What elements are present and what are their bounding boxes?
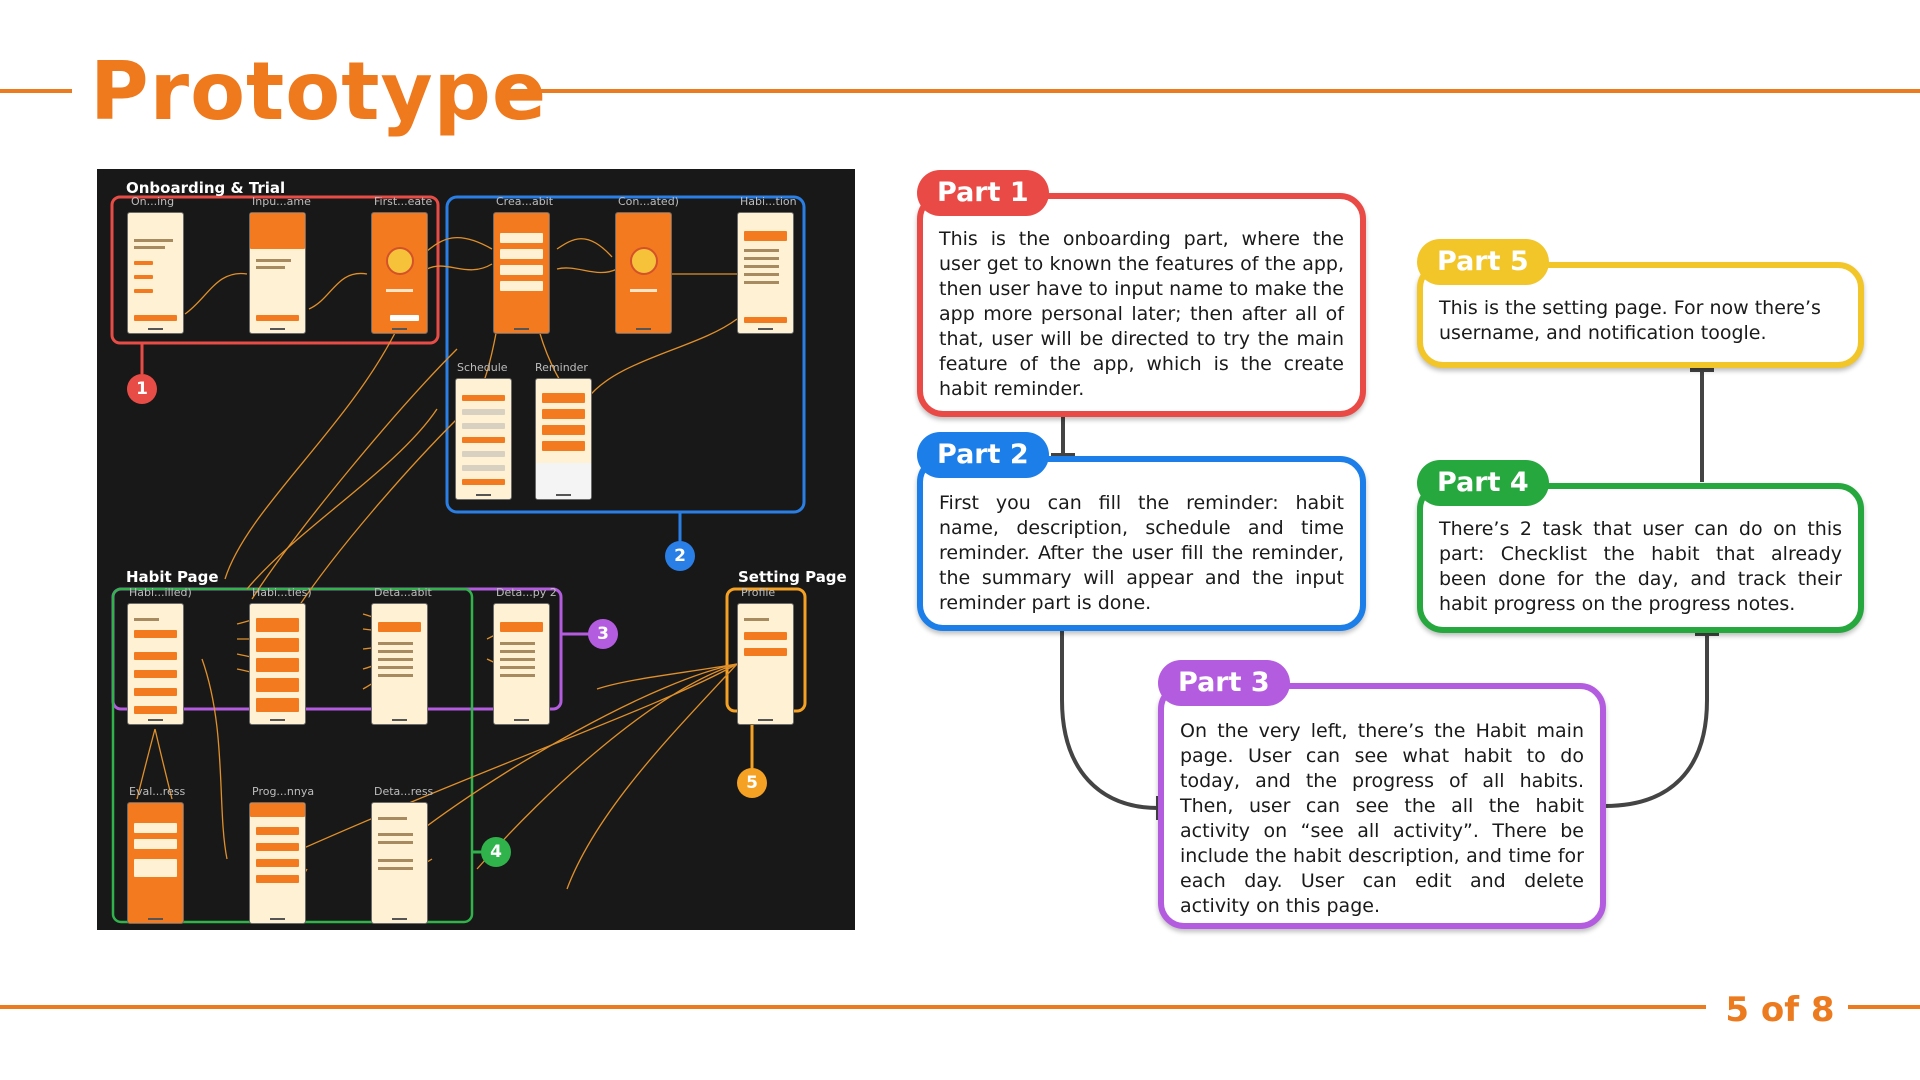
screen-create-habit: [493, 212, 550, 334]
screen-detail-copy: [493, 603, 550, 725]
slide-title: Prototype: [90, 45, 548, 138]
screen-reminder: [535, 378, 592, 500]
connector-part2-part3: [1060, 628, 1159, 810]
group-outline-create: [445, 195, 806, 514]
screen-label-detail-progress: Deta...ress: [374, 785, 434, 798]
screen-first-create: [371, 212, 428, 334]
part-2-label: Part 2: [917, 432, 1049, 478]
badge-5: 5: [737, 768, 767, 798]
screen-label-habit-notification: Habi...tion: [740, 195, 797, 208]
part-2-description: First you can fill the reminder: habit n…: [939, 492, 1344, 614]
badge-1: 1: [127, 374, 157, 404]
screen-label-detail-copy: Deta...py 2: [496, 586, 557, 599]
part-3-label: Part 3: [1158, 660, 1290, 706]
callout-part-3: On the very left, there’s the Habit main…: [1158, 683, 1606, 929]
callout-part-1: This is the onboarding part, where the u…: [917, 193, 1366, 417]
screen-label-habit-filled: Habi...illed): [129, 586, 192, 599]
part-4-label: Part 4: [1417, 460, 1549, 506]
prototype-flow-board: Onboarding & Trial Habit Page Setting Pa…: [97, 169, 855, 930]
screen-label-habit-activities: Habi...ties): [252, 586, 312, 599]
screen-habit-notification: [737, 212, 794, 334]
screen-detail-habit: [371, 603, 428, 725]
screen-onboarding: [127, 212, 184, 334]
footer-rule-right: [1848, 1005, 1920, 1009]
screen-habit-activities: [249, 603, 306, 725]
screen-label-create-habit: Crea...abit: [496, 195, 554, 208]
screen-label-reminder: Reminder: [535, 361, 588, 374]
screen-congrats: [615, 212, 672, 334]
screen-label-first-create: First...eate: [374, 195, 433, 208]
screen-schedule: [455, 378, 512, 500]
screen-label-profile: Profile: [741, 586, 776, 599]
header-rule-left: [0, 89, 72, 93]
screen-profile: [737, 603, 794, 725]
badge-3: 3: [588, 619, 618, 649]
part-5-description: This is the setting page. For now there’…: [1439, 297, 1821, 344]
screen-label-evaluate-progress: Eval...ress: [129, 785, 186, 798]
header-rule-right: [508, 89, 1920, 93]
screen-detail-progress: [371, 802, 428, 924]
callout-part-4: There’s 2 task that user can do on this …: [1417, 483, 1864, 633]
section-title-onboarding: Onboarding & Trial: [126, 179, 286, 197]
screen-label-onboarding: On...ing: [131, 195, 175, 208]
screen-label-detail-habit: Deta...abit: [374, 586, 432, 599]
screen-label-congrats: Con...ated): [618, 195, 679, 208]
group-outline-onboarding: [110, 195, 440, 345]
part-1-label: Part 1: [917, 170, 1049, 216]
badge-4: 4: [481, 837, 511, 867]
part-3-description: On the very left, there’s the Habit main…: [1180, 720, 1584, 917]
callout-part-5: This is the setting page. For now there’…: [1417, 262, 1864, 368]
screen-input-name: [249, 212, 306, 334]
screen-habit-filled: [127, 603, 184, 725]
screen-progress-notes: [249, 802, 306, 924]
screen-evaluate-progress: [127, 802, 184, 924]
section-title-setting: Setting Page: [738, 568, 847, 586]
callout-part-2: First you can fill the reminder: habit n…: [917, 456, 1366, 631]
page-number: 5 of 8: [1725, 990, 1835, 1030]
screen-label-input-name: Inpu...ame: [252, 195, 311, 208]
badge-2: 2: [665, 541, 695, 571]
screen-label-progress-notes: Prog...nnya: [252, 785, 315, 798]
footer-rule-left: [0, 1005, 1706, 1009]
screen-label-schedule: Schedule: [457, 361, 508, 374]
part-4-description: There’s 2 task that user can do on this …: [1439, 518, 1842, 615]
part-5-label: Part 5: [1417, 239, 1549, 285]
part-1-description: This is the onboarding part, where the u…: [939, 228, 1344, 400]
connector-part4-part3: [1604, 630, 1709, 808]
section-title-habit: Habit Page: [126, 568, 219, 586]
